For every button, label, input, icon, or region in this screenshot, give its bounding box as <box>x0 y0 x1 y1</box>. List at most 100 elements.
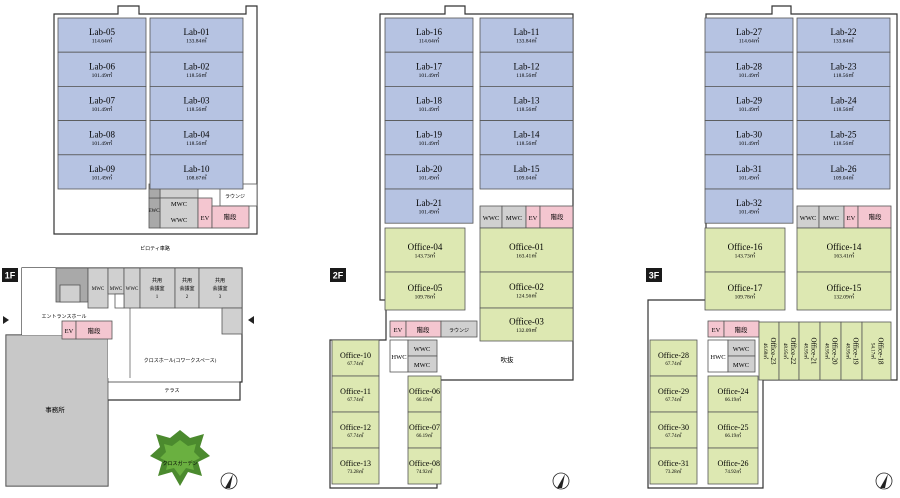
floor-plan-3f: 3F Lab-27114.64㎡Lab-28101.49㎡Lab-29101.4… <box>646 5 898 490</box>
lounge-label-2f: ラウンジ <box>449 327 469 334</box>
floor-plan-2f: 2F Lab-16114.64㎡Lab-17101.49㎡Lab-18101.4… <box>329 5 574 490</box>
room-area: 48.95㎡ <box>782 343 789 359</box>
room-area: 118.56㎡ <box>516 71 537 79</box>
void-label-2f: 吹抜 <box>501 355 515 364</box>
room-shape <box>707 375 759 413</box>
wwc-label-3f-lower: WWC <box>733 346 750 353</box>
floor-plan-1f: 1F ピロティ車路 MWC MWC WWC 共用 会議室 1 共用 会議室 2 <box>2 245 254 490</box>
room-area: 48.95㎡ <box>824 343 831 359</box>
room-shape <box>861 321 892 381</box>
room-name: Office-24 <box>718 387 749 396</box>
room-area: 54.17㎡ <box>870 343 877 359</box>
terrace-label: テラス <box>165 388 180 394</box>
room-shape <box>796 227 892 273</box>
room-name: Lab-21 <box>416 198 442 208</box>
ev-label-2f-lower: EV <box>394 327 403 334</box>
room-shape <box>796 51 891 87</box>
room-shape <box>331 375 380 413</box>
office-rooms-3f: Office-16143.73㎡Office-14163.41㎡Office-1… <box>649 227 892 485</box>
entry-arrow-right-icon <box>248 316 254 324</box>
room-name: Office-30 <box>658 423 689 432</box>
room-area: 133.84㎡ <box>833 37 854 45</box>
room-name: Office-18 <box>877 337 885 365</box>
wwc-label-3f: WWC <box>800 215 817 222</box>
lab-rooms-2f: Lab-16114.64㎡Lab-17101.49㎡Lab-18101.49㎡L… <box>384 17 574 224</box>
room-shape <box>57 154 147 190</box>
room-area: 66.19㎡ <box>416 432 432 439</box>
room-area: 101.49㎡ <box>739 71 760 79</box>
room-area: 67.74㎡ <box>347 432 363 439</box>
badge-1f-text: 1F <box>5 271 16 281</box>
room-name: Lab-32 <box>736 198 762 208</box>
svg-text:共用: 共用 <box>182 277 192 284</box>
room-name: Office-03 <box>509 317 544 327</box>
lab-rooms-3f: Lab-27114.64㎡Lab-28101.49㎡Lab-29101.49㎡L… <box>704 17 891 224</box>
room-name: Office-14 <box>827 242 862 252</box>
room-name: Lab-02 <box>184 61 210 71</box>
piloti-label: ピロティ車路 <box>140 245 170 252</box>
room-area: 101.49㎡ <box>419 208 440 216</box>
room-name: Lab-23 <box>831 61 857 71</box>
room-name: Lab-13 <box>514 96 540 106</box>
room-area: 133.84㎡ <box>186 37 207 45</box>
room-area: 101.49㎡ <box>92 173 113 181</box>
office-rooms-2f: Office-04143.73㎡Office-01163.41㎡Office-0… <box>331 227 574 485</box>
room-name: Office-05 <box>408 283 443 293</box>
room-area: 143.73㎡ <box>415 252 436 260</box>
ev-label: EV <box>201 215 210 222</box>
room-name: Office-04 <box>408 242 443 252</box>
room-shape <box>384 86 474 122</box>
room-shape <box>384 51 474 87</box>
wwc-label-1f: WWC <box>126 287 139 292</box>
floor-plan-top: Lab-05114.64㎡Lab-06101.49㎡Lab-07101.49㎡L… <box>53 5 258 235</box>
meeting-room-3-label: 共用 会議室 3 <box>212 277 227 300</box>
room-area: 101.49㎡ <box>419 105 440 113</box>
room-area: 118.56㎡ <box>186 105 207 113</box>
room-name: Lab-01 <box>184 27 210 37</box>
wwc-room <box>159 197 199 229</box>
room-area: 101.49㎡ <box>92 105 113 113</box>
room-name: Lab-19 <box>416 130 442 140</box>
room-name: Lab-25 <box>831 130 857 140</box>
room-shape <box>149 51 244 87</box>
room-area: 66.19㎡ <box>725 432 741 439</box>
svg-text:2: 2 <box>186 295 189 300</box>
room-name: Lab-09 <box>89 164 115 174</box>
room-area: 67.74㎡ <box>665 432 681 439</box>
meeting-room-1-label: 共用 会議室 1 <box>149 277 164 300</box>
ewc-room-1f <box>114 293 125 309</box>
mwc-label-3f: MWC <box>823 215 839 222</box>
room-area: 118.56㎡ <box>516 105 537 113</box>
svg-text:1: 1 <box>156 295 159 300</box>
crosshall-label: クロスホール(コワークスペース) <box>144 358 217 364</box>
lounge-room-2f <box>440 320 478 338</box>
room-shape <box>149 154 244 190</box>
room-name: Office-26 <box>718 459 749 468</box>
room-shape <box>331 411 380 449</box>
room-name: Lab-08 <box>89 130 115 140</box>
room-shape <box>384 17 474 53</box>
